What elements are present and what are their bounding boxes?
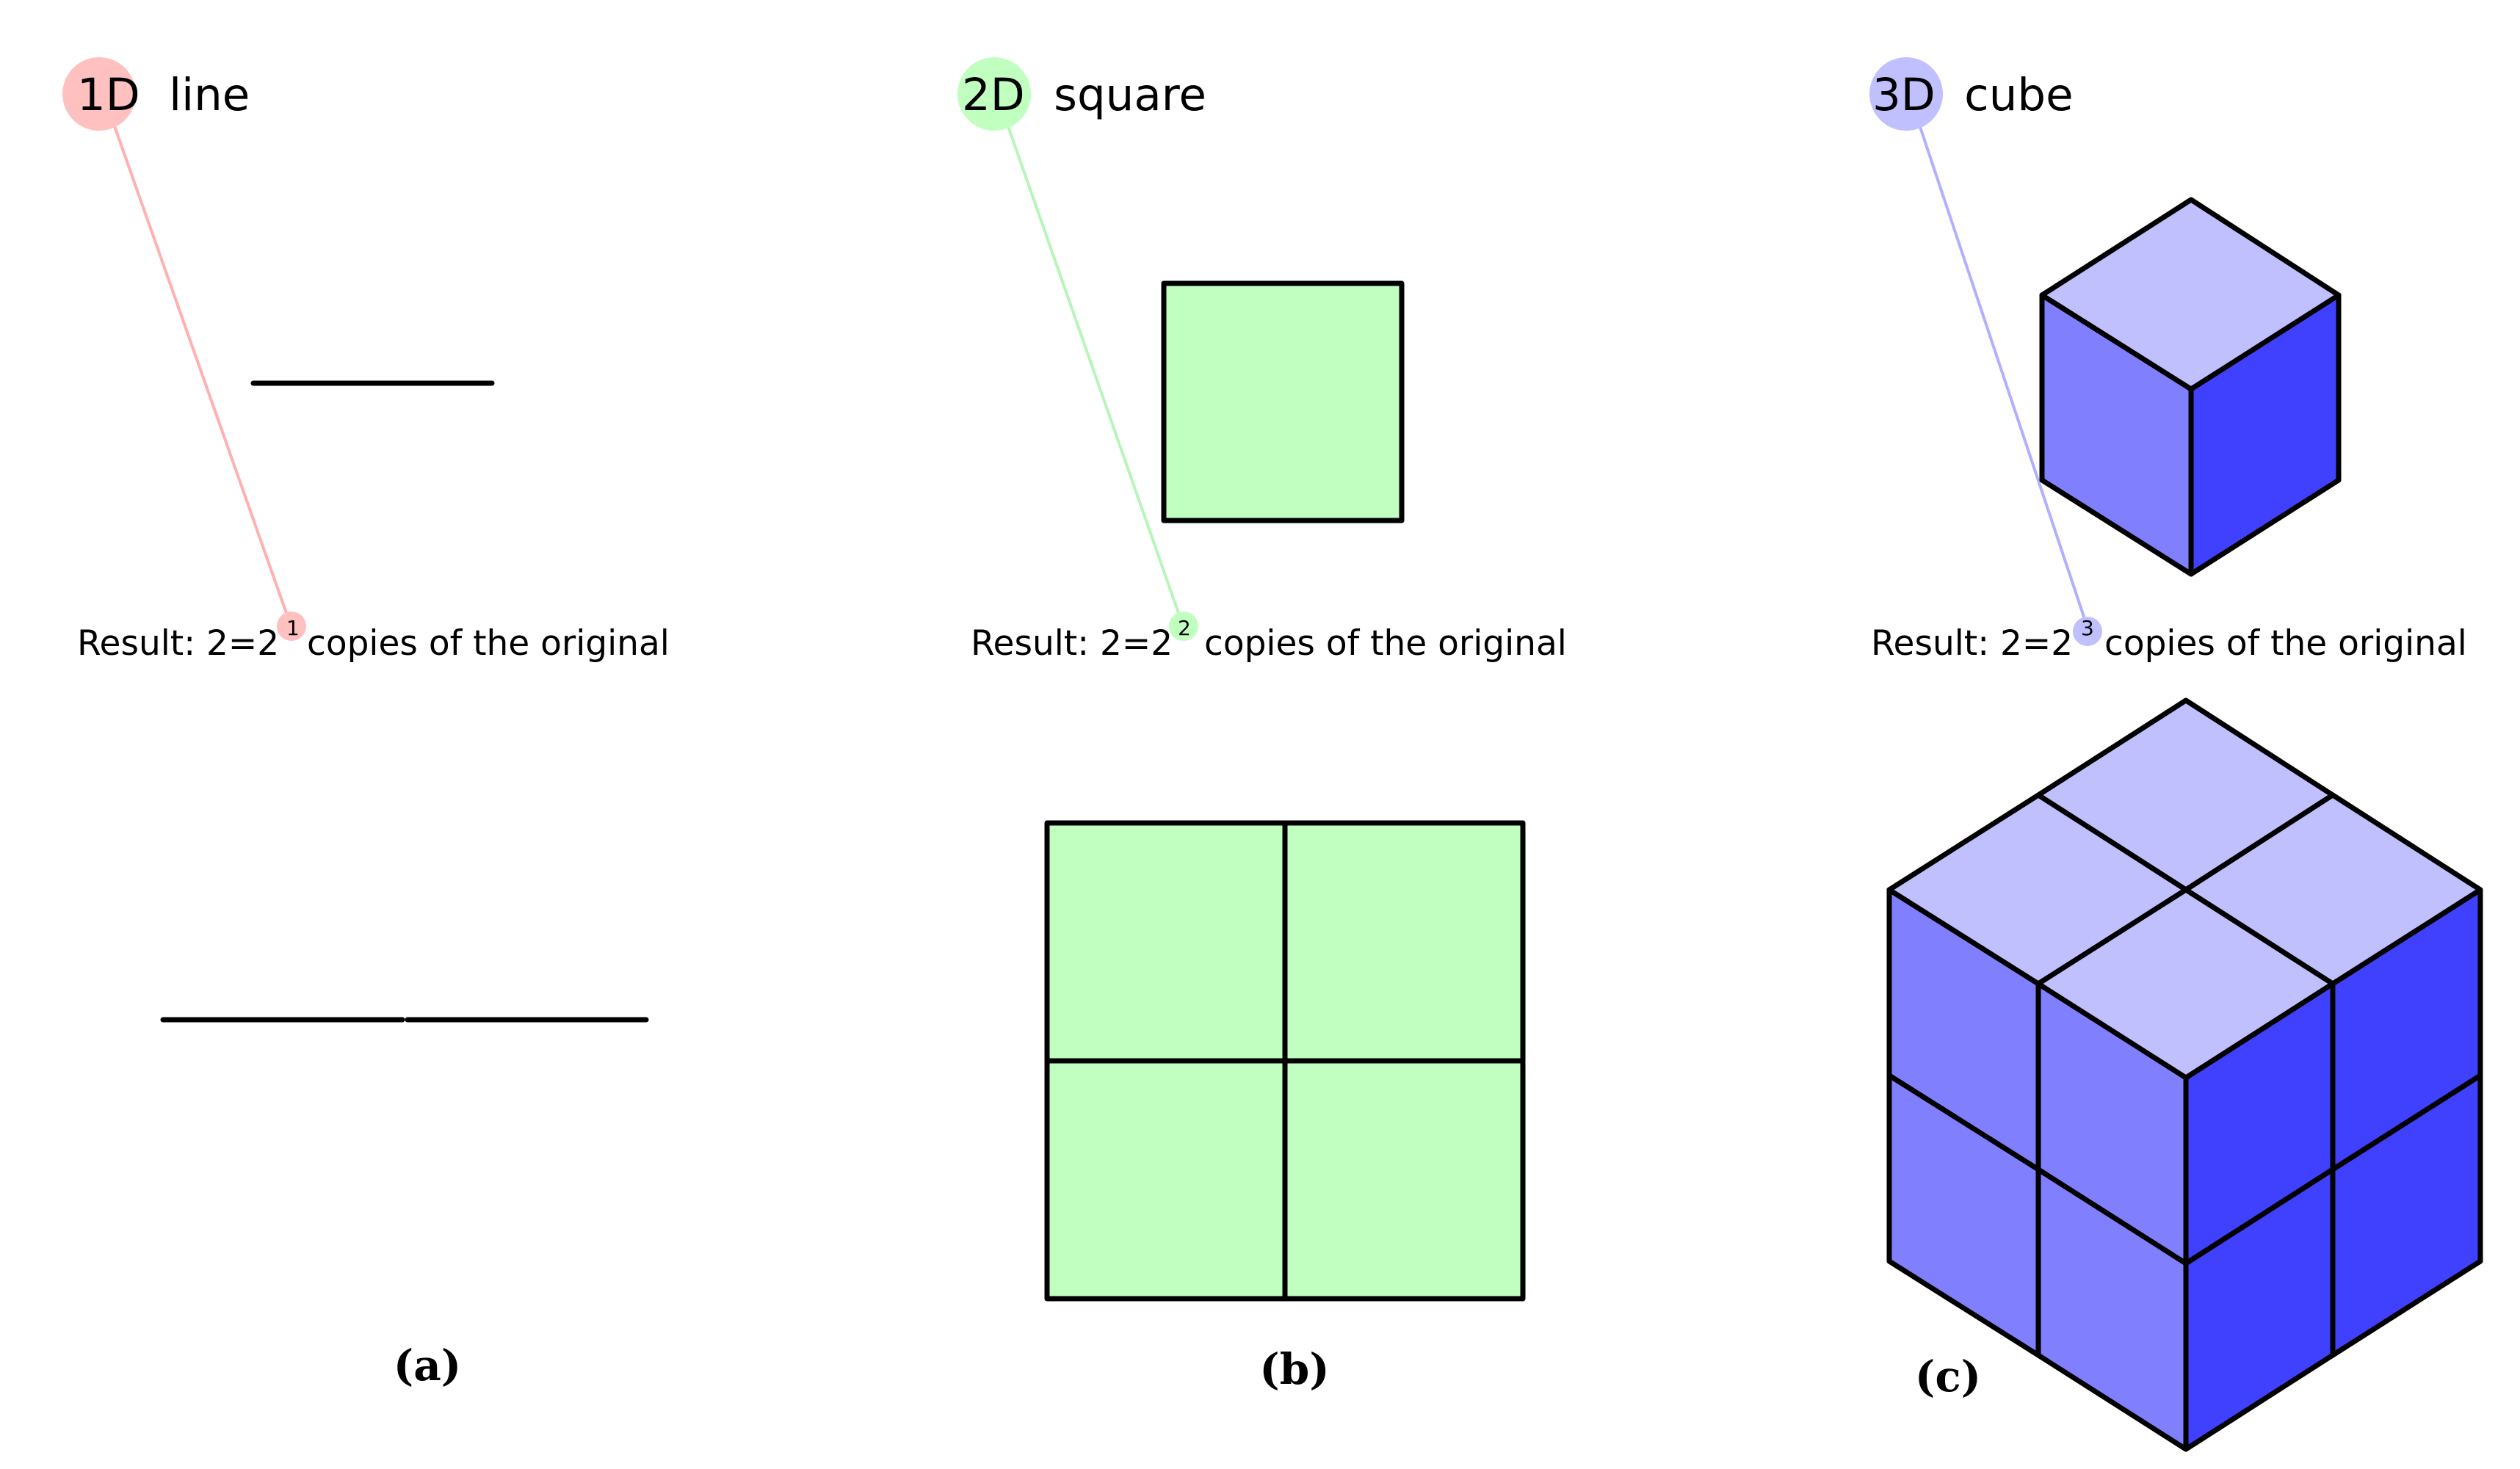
exponent-badge-1d bbox=[277, 612, 306, 641]
result-suffix-2d: copies of the original bbox=[1204, 623, 1567, 664]
caption-a: (a) bbox=[394, 1341, 461, 1390]
title-label-2d: square bbox=[1054, 69, 1206, 121]
original-cube-top-face bbox=[2039, 197, 2342, 392]
result-text-3d: Result: 2=2 bbox=[1871, 623, 2073, 664]
result-text-2d: Result: 2=2 bbox=[971, 623, 1173, 664]
svg-text:Result: 2=2: Result: 2=2 bbox=[1871, 623, 2073, 664]
panel-1d-line: 1D line Result: 2=2 1 copies of the orig… bbox=[62, 57, 670, 1390]
panel-2d-square: 2D square Result: 2=2 2 copies of the or… bbox=[957, 57, 1567, 1394]
result-suffix-3d: copies of the original bbox=[2104, 623, 2467, 664]
exponent-1d: 1 bbox=[286, 616, 300, 640]
exponent-badge-2d bbox=[1169, 612, 1198, 641]
exponent-2d: 2 bbox=[1178, 616, 1191, 640]
title-badge-3d bbox=[1869, 57, 1943, 131]
result-suffix-1d: copies of the original bbox=[307, 623, 670, 664]
leader-line-1d bbox=[109, 113, 293, 628]
scaled-square-bottom-right bbox=[1282, 1058, 1526, 1302]
caption-b: (b) bbox=[1259, 1344, 1329, 1394]
original-cube bbox=[2039, 197, 2342, 577]
scaled-square-top-left bbox=[1044, 820, 1288, 1064]
scaled-square-bottom-left bbox=[1044, 1058, 1288, 1302]
scaled-cube bbox=[1886, 697, 2483, 1452]
scaled-cube-right-cell-bottom-outer bbox=[2330, 1073, 2483, 1358]
title-badge-label-3d: 3D bbox=[1872, 69, 1936, 121]
panel-3d-cube: 3D cube Result: 2=2 3 copies of the orig… bbox=[1869, 57, 2483, 1452]
svg-text:Result: 2=2: Result: 2=2 bbox=[971, 623, 1173, 664]
svg-text:2D square: 2D square bbox=[962, 69, 1206, 121]
title-badge-1d bbox=[62, 57, 136, 131]
scaled-cube-top-cell-front bbox=[2035, 887, 2336, 1081]
exponent-3d: 3 bbox=[2081, 616, 2094, 640]
leader-line-2d bbox=[1003, 115, 1185, 628]
title-badge-label-2d: 2D bbox=[962, 69, 1025, 121]
original-square bbox=[1161, 280, 1405, 523]
leader-line-3d bbox=[1915, 115, 2089, 628]
exponent-badge-3d bbox=[2073, 617, 2102, 646]
title-badge-2d bbox=[957, 57, 1031, 131]
caption-c: (c) bbox=[1915, 1352, 1981, 1401]
result-text-1d: Result: 2=2 bbox=[77, 623, 279, 664]
title-badge-label-1d: 1D bbox=[77, 69, 140, 121]
title-label-3d: cube bbox=[1964, 69, 2073, 121]
svg-text:Result: 2=2: Result: 2=2 bbox=[77, 623, 279, 664]
svg-text:3D cube: 3D cube bbox=[1872, 69, 2074, 121]
scaled-square-top-right bbox=[1282, 820, 1526, 1064]
title-label-1d: line bbox=[169, 69, 250, 121]
svg-text:1D line: 1D line bbox=[77, 69, 250, 121]
